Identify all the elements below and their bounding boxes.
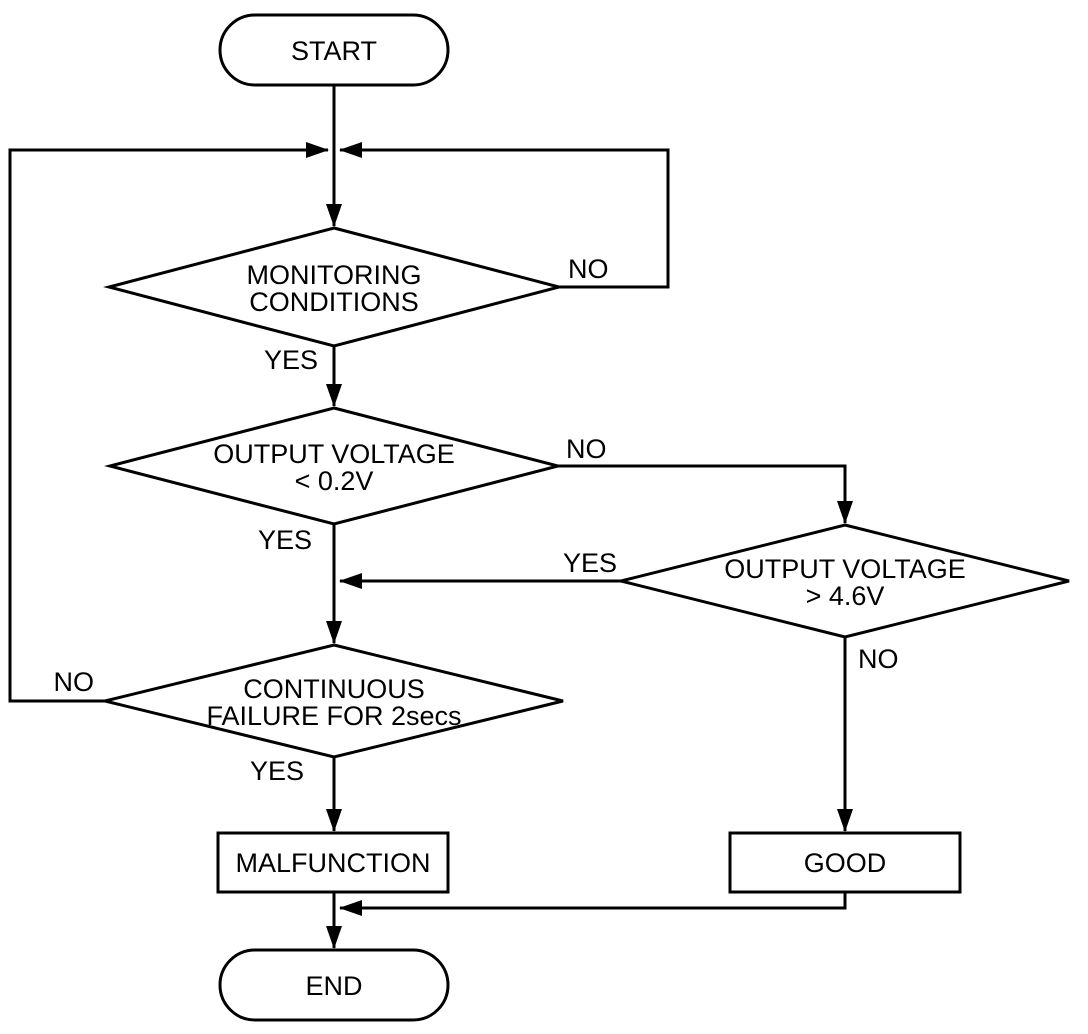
node-start: START bbox=[218, 13, 450, 87]
node-output-voltage-low: OUTPUT VOLTAGE < 0.2V bbox=[104, 406, 564, 526]
output-high-yes-label: YES bbox=[563, 548, 617, 578]
monitoring-conditions-diamond bbox=[103, 226, 565, 348]
output-voltage-high-label-line2: > 4.6V bbox=[806, 581, 885, 611]
output-voltage-high-diamond bbox=[620, 523, 1070, 639]
output-voltage-low-diamond bbox=[104, 406, 564, 526]
edge-monitoring-no-loop bbox=[339, 142, 670, 289]
end-terminator-shape bbox=[218, 948, 450, 1022]
continuous-failure-diamond bbox=[104, 643, 564, 759]
node-end: END bbox=[218, 948, 450, 1022]
monitoring-no-label: NO bbox=[568, 254, 609, 284]
end-label: END bbox=[305, 971, 362, 1001]
output-voltage-low-label-line1: OUTPUT VOLTAGE bbox=[213, 439, 455, 469]
output-voltage-low-label-line2: < 0.2V bbox=[295, 466, 374, 496]
monitoring-yes-label: YES bbox=[264, 345, 318, 375]
edge-continuous-no-loop bbox=[8, 142, 329, 703]
start-terminator-shape bbox=[218, 13, 450, 87]
output-voltage-high-label-line1: OUTPUT VOLTAGE bbox=[724, 554, 966, 584]
edge-output-low-no bbox=[558, 464, 853, 524]
monitoring-conditions-label-line2: CONDITIONS bbox=[249, 287, 419, 317]
malfunction-label: MALFUNCTION bbox=[236, 848, 431, 878]
nodes: START MONITORING CONDITIONS OUTPUT VOLTA… bbox=[103, 13, 1070, 1022]
good-label: GOOD bbox=[804, 848, 887, 878]
node-malfunction: MALFUNCTION bbox=[216, 831, 450, 894]
edges bbox=[8, 85, 853, 949]
monitoring-conditions-label-line1: MONITORING bbox=[247, 260, 422, 290]
output-high-no-label: NO bbox=[858, 644, 899, 674]
output-low-no-label: NO bbox=[566, 434, 607, 464]
edge-labels: NO YES NO YES YES NO NO YES bbox=[54, 254, 899, 786]
continuous-failure-label-line1: CONTINUOUS bbox=[243, 674, 425, 704]
malfunction-box bbox=[216, 831, 450, 894]
continuous-failure-label-line2: FAILURE FOR 2secs bbox=[206, 701, 461, 731]
node-output-voltage-high: OUTPUT VOLTAGE > 4.6V bbox=[620, 523, 1070, 639]
continuous-no-label: NO bbox=[54, 667, 95, 697]
continuous-yes-label: YES bbox=[250, 756, 304, 786]
node-continuous-failure: CONTINUOUS FAILURE FOR 2secs bbox=[104, 643, 564, 759]
start-label: START bbox=[291, 36, 377, 66]
edge-good-merge bbox=[339, 892, 847, 916]
output-low-yes-label: YES bbox=[258, 525, 312, 555]
node-monitoring-conditions: MONITORING CONDITIONS bbox=[103, 226, 565, 348]
node-good: GOOD bbox=[728, 831, 962, 894]
good-box bbox=[728, 831, 962, 894]
